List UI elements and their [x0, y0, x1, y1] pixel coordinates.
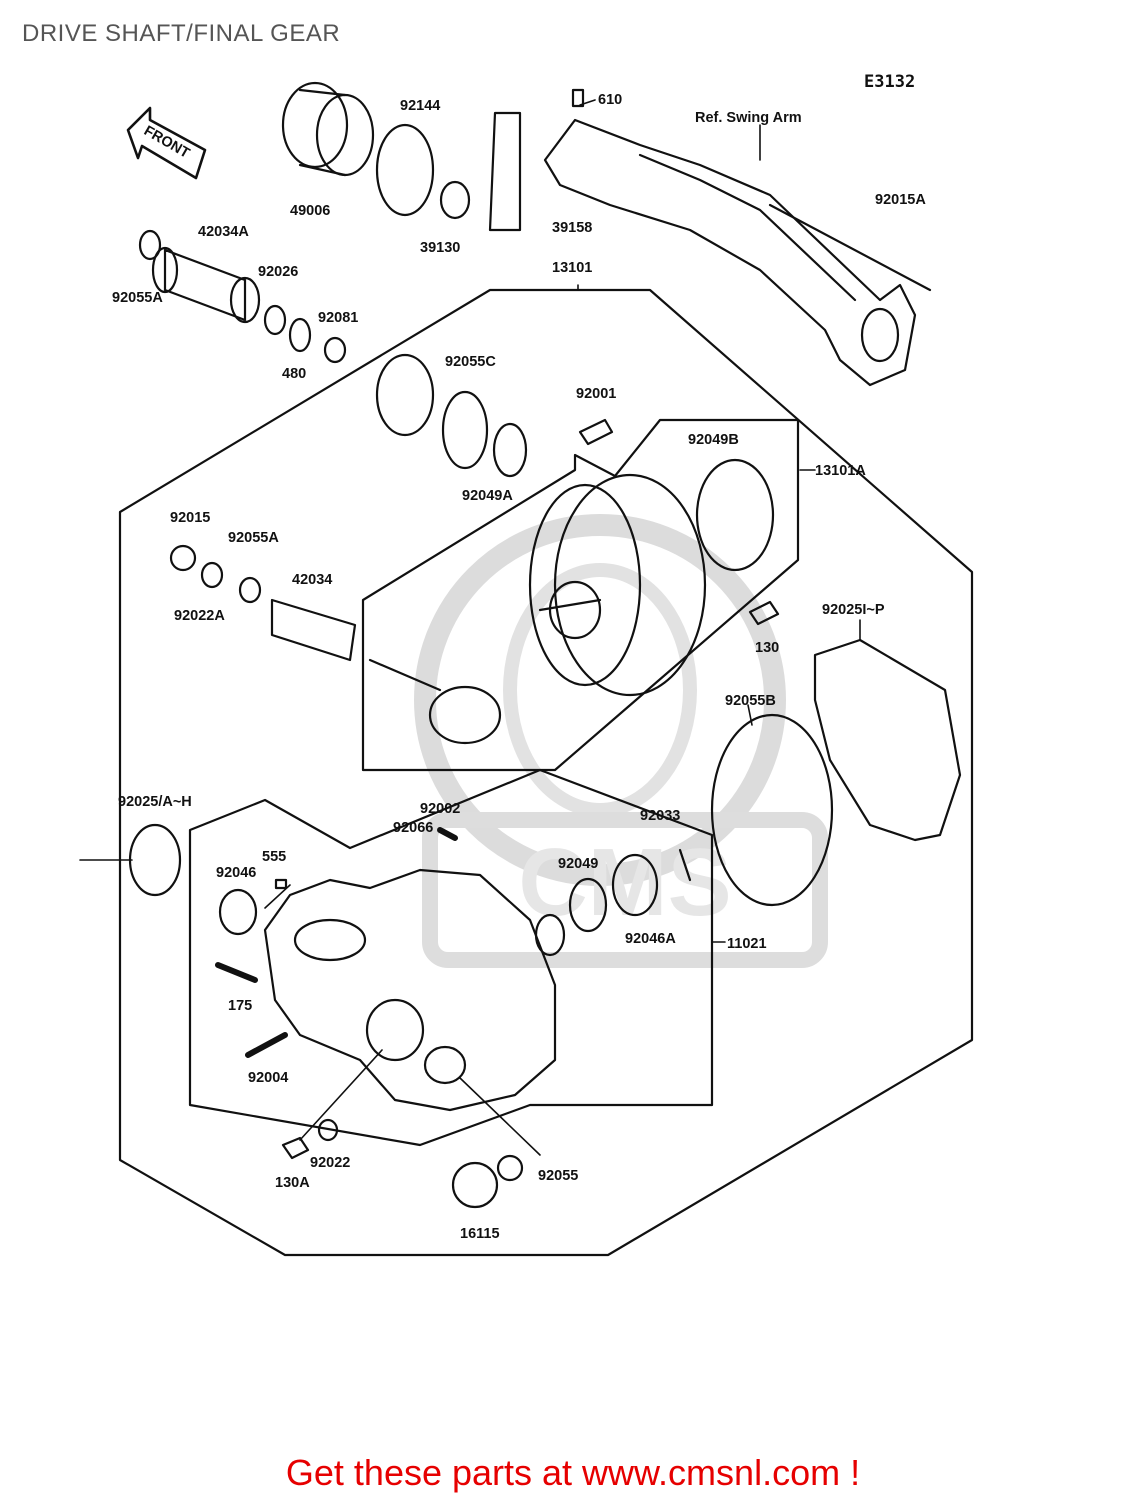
oring-92055B	[710, 713, 834, 907]
outline-11021	[188, 768, 714, 1147]
label-92046A: 92046A	[625, 931, 676, 947]
label-175: 175	[228, 998, 252, 1014]
outline-13101	[118, 288, 974, 1257]
label-92015: 92015	[170, 510, 210, 526]
label-92022A: 92022A	[174, 608, 225, 624]
ring-92026	[263, 304, 287, 336]
footer-cta[interactable]: Get these parts at www.cmsnl.com !	[0, 1452, 1146, 1494]
bushing-39130	[439, 180, 471, 220]
label-92046: 92046	[216, 865, 256, 881]
leader-lines	[79, 99, 861, 1156]
swing-arm	[488, 111, 932, 387]
washer-92022	[317, 1118, 339, 1142]
ref-label: Ref. Swing Arm	[695, 110, 802, 126]
oring-92055C	[441, 390, 489, 470]
bearing-92046A	[611, 853, 659, 917]
label-11021: 11021	[727, 936, 767, 952]
label-16115: 16115	[460, 1226, 500, 1242]
label-92049A: 92049A	[462, 488, 513, 504]
circlip-92144	[375, 123, 435, 217]
bearing-92046	[218, 888, 258, 936]
label-49006: 49006	[290, 203, 330, 219]
label-92049: 92049	[558, 856, 598, 872]
breather-92004	[245, 1032, 288, 1058]
bolt-92001	[578, 418, 614, 446]
label-92049B: 92049B	[688, 432, 739, 448]
label-92025IP: 92025I~P	[822, 602, 885, 618]
label-610: 610	[598, 92, 622, 108]
label-13101: 13101	[552, 260, 592, 276]
seal-92049A	[492, 422, 528, 478]
label-92025AH: 92025/A~H	[118, 794, 192, 810]
label-92026: 92026	[258, 264, 298, 280]
label-130: 130	[755, 640, 779, 656]
page-title: DRIVE SHAFT/FINAL GEAR	[22, 20, 341, 47]
collar	[534, 913, 566, 957]
label-92144: 92144	[400, 98, 440, 114]
nut-92081	[323, 336, 347, 364]
label-92066: 92066	[393, 820, 433, 836]
bolt-130A	[281, 1136, 310, 1160]
label-480: 480	[282, 366, 306, 382]
outline-13101A	[361, 418, 800, 772]
shaft-42034A	[151, 246, 261, 324]
oring-92055A-top	[138, 229, 162, 261]
housing-11021	[263, 868, 557, 1112]
label-92033: 92033	[640, 808, 680, 824]
label-92055A-mid: 92055A	[228, 530, 279, 546]
footer-link[interactable]: Get these parts at www.cmsnl.com !	[285, 1452, 861, 1493]
seal-13101-front	[375, 353, 435, 437]
label-42034: 42034	[292, 572, 332, 588]
front-arrow-icon	[126, 106, 207, 180]
label-92004: 92004	[248, 1070, 288, 1086]
label-92015A: 92015A	[875, 192, 926, 208]
shim-480	[288, 317, 312, 353]
label-13101A: 13101A	[815, 463, 866, 479]
gasket-92025IP	[813, 638, 962, 842]
label-39158: 39158	[552, 220, 592, 236]
label-92055B: 92055B	[725, 693, 776, 709]
stud-175	[215, 962, 258, 983]
label-92055: 92055	[538, 1168, 578, 1184]
label-42034A: 42034A	[198, 224, 249, 240]
seal-92049	[568, 877, 608, 933]
oring-92055	[496, 1154, 524, 1182]
coupling-49006	[281, 81, 375, 177]
label-555: 555	[262, 849, 286, 865]
circlip-92033	[678, 848, 692, 882]
seal-92049B	[695, 458, 775, 572]
pinion-42034	[169, 544, 502, 745]
drawing-code: E3132	[864, 72, 916, 92]
label-92022: 92022	[310, 1155, 350, 1171]
label-130A: 130A	[275, 1175, 310, 1191]
label-92055A-top: 92055A	[112, 290, 163, 306]
bolt-130	[748, 600, 780, 626]
label-92001: 92001	[576, 386, 616, 402]
pin-610	[571, 88, 585, 108]
label-92081: 92081	[318, 310, 358, 326]
label-92055C: 92055C	[445, 354, 496, 370]
label-39130: 39130	[420, 240, 460, 256]
ring-gear	[528, 473, 707, 697]
shim-92025AH	[128, 823, 182, 897]
label-92002: 92002	[420, 801, 460, 817]
pin-92066	[437, 827, 458, 841]
cap-16115	[451, 1161, 499, 1209]
pin-555	[274, 878, 288, 890]
